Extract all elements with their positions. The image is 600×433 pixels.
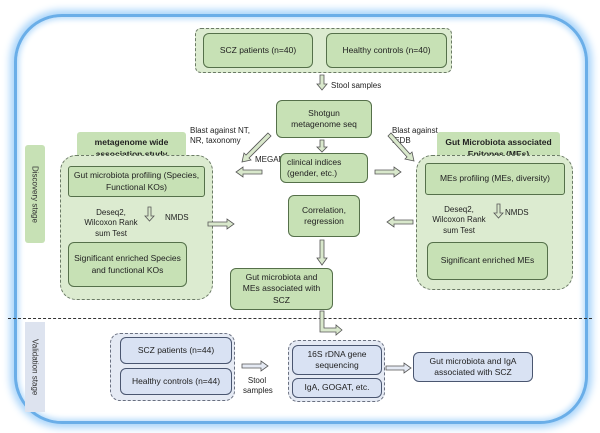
validation-healthy-box: Healthy controls (n=44) <box>120 368 232 395</box>
healthy-controls-box: Healthy controls (n=40) <box>326 33 447 68</box>
arrow-down-right-nmds <box>493 203 504 219</box>
stage-divider <box>8 318 592 319</box>
blast-iedb-label: Blast against IEDB <box>392 126 438 146</box>
arrow-down-left-nmds <box>144 206 155 222</box>
correlation-box: Correlation, regression <box>288 195 360 237</box>
megan-label: MEGAN5 <box>255 155 289 164</box>
validation-result-box: Gut microbiota and IgA associated with S… <box>413 352 533 382</box>
right-nmds-label: NMDS <box>505 208 529 217</box>
arrow-down-shotgun <box>316 139 328 153</box>
arrow-right-to-correlation <box>207 218 235 230</box>
left-nmds-label: NMDS <box>165 213 189 222</box>
validation-stage-label: Validation stage <box>25 322 45 412</box>
blast-nt-label: Blast against NT, NR, taxonomy <box>190 126 251 146</box>
16s-sequencing-box: 16S rDNA gene sequencing <box>292 345 382 375</box>
arrow-down-stool <box>316 74 328 91</box>
validation-scz-box: SCZ patients (n=44) <box>120 337 232 364</box>
gut-mes-result-box: Gut microbiota and MEs associated with S… <box>230 268 333 310</box>
discovery-stage-label: Discovery stage <box>25 145 45 243</box>
gut-profiling-box: Gut microbiota profiling (Species, Funct… <box>68 166 205 197</box>
shotgun-box: Shotgun metagenome seq <box>276 100 372 138</box>
stool-samples-label: Stool samples <box>331 81 382 90</box>
left-significant-box: Significant enriched Species and functio… <box>68 242 187 287</box>
arrow-left-clinical <box>235 166 263 178</box>
arrow-left-to-correlation <box>386 216 414 228</box>
scz-patients-box: SCZ patients (n=40) <box>203 33 313 68</box>
arrow-diag-left <box>241 132 272 163</box>
arrow-diag-right <box>387 132 415 162</box>
right-significant-box: Significant enriched MEs <box>427 242 548 280</box>
right-tests-label: Deseq2, Wilcoxon Rank sum Test <box>432 205 486 235</box>
left-tests-label: Deseq2, Wilcoxon Rank sum Test <box>84 208 138 238</box>
arrow-right-stool-validation <box>241 360 269 372</box>
arrow-right-sequencing <box>385 362 412 374</box>
arrow-right-clinical <box>374 166 402 178</box>
arrow-down-correlation <box>316 239 328 266</box>
iga-gogat-box: IgA, GOGAT, etc. <box>292 378 382 398</box>
clinical-indices-box: clinical indices (gender, etc.) <box>280 153 368 183</box>
arrow-connector-validation <box>319 310 343 336</box>
mes-profiling-box: MEs profiling (MEs, diversity) <box>425 163 565 195</box>
validation-stool-label: Stool samples <box>243 376 273 396</box>
